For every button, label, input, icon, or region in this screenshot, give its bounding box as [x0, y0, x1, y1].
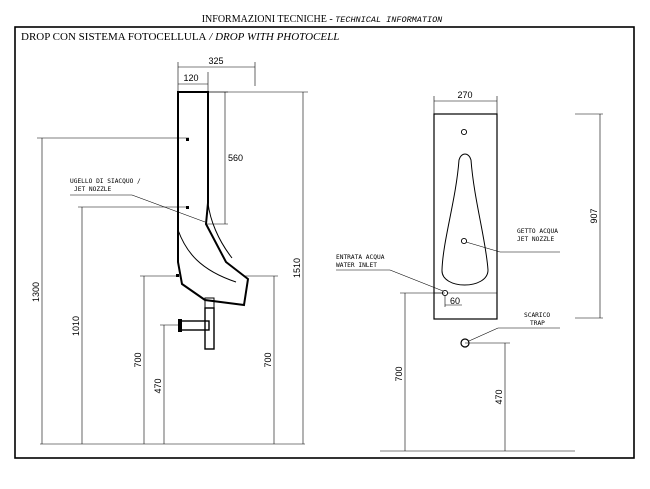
dim-1300-label: 1300	[31, 282, 41, 302]
page-header: INFORMAZIONI TECNICHE - TECHNICAL INFORM…	[202, 14, 443, 25]
marker-1300	[186, 138, 189, 141]
trap-flange	[178, 319, 182, 332]
header-separator: -	[327, 14, 335, 25]
dim-560-label: 560	[228, 153, 243, 163]
dim-1010-label: 1010	[71, 316, 81, 336]
nozzle-leader	[131, 194, 206, 223]
dim-325-label: 325	[208, 56, 223, 66]
urinal-side-profile	[177, 91, 250, 307]
dim-1510-label: 1510	[292, 258, 302, 278]
dim-907-label: 907	[589, 208, 599, 223]
dim-60-label: 60	[450, 296, 460, 306]
drawing-frame	[14, 26, 635, 459]
dim-700-right-label: 700	[263, 352, 273, 367]
inlet-leader	[389, 269, 444, 292]
marker-700	[176, 274, 179, 277]
dim-470-label: 470	[153, 378, 163, 393]
jet-nozzle-hole	[460, 237, 468, 245]
dim-700-front-label: 700	[394, 366, 404, 381]
frame-title-separator: /	[207, 31, 216, 43]
trap-leader	[468, 327, 499, 342]
bowl-inner-curve	[177, 229, 237, 283]
drop-bowl-outline	[441, 153, 489, 286]
dim-120-label: 120	[183, 73, 198, 83]
nozzle-label-it: UGELLO DI SIACQUO /	[70, 178, 141, 185]
header-title-en: TECHNICAL INFORMATION	[335, 15, 443, 25]
inlet-label-en: WATER INLET	[336, 262, 377, 269]
trap-label-it: SCARICO	[524, 312, 550, 319]
frame-title-en: DROP WITH PHOTOCELL	[214, 31, 339, 43]
jet-label-it: GETTO ACQUA	[517, 228, 558, 235]
frame-title: DROP CON SISTEMA FOTOCELLULA / DROP WITH…	[21, 31, 339, 43]
frame-title-it: DROP CON SISTEMA FOTOCELLULA	[21, 31, 207, 43]
top-fixing-hole	[460, 128, 468, 136]
trap-pipe-vertical	[204, 307, 215, 350]
jet-label-en: JET NOZZLE	[517, 236, 555, 243]
jet-leader	[465, 241, 501, 253]
inlet-label-it: ENTRATA ACQUA	[336, 254, 385, 261]
urinal-front-body	[433, 113, 498, 320]
front-view: 270 907 60 700 470 ENTRATA ACQUA WATER I…	[336, 90, 603, 452]
nozzle-label-en: JET NOZZLE	[74, 186, 112, 193]
header-title-it: INFORMAZIONI TECNICHE	[202, 14, 327, 25]
trap-label-en: TRAP	[530, 320, 545, 327]
bowl-front-curve	[207, 202, 233, 259]
dim-700-left-label: 700	[133, 352, 143, 367]
dim-270-label: 270	[457, 90, 472, 100]
side-view: 325 120 560 1510 1300 1010 700 470	[31, 56, 308, 445]
marker-nozzle	[186, 206, 189, 209]
dim-470-front-label: 470	[494, 389, 504, 404]
